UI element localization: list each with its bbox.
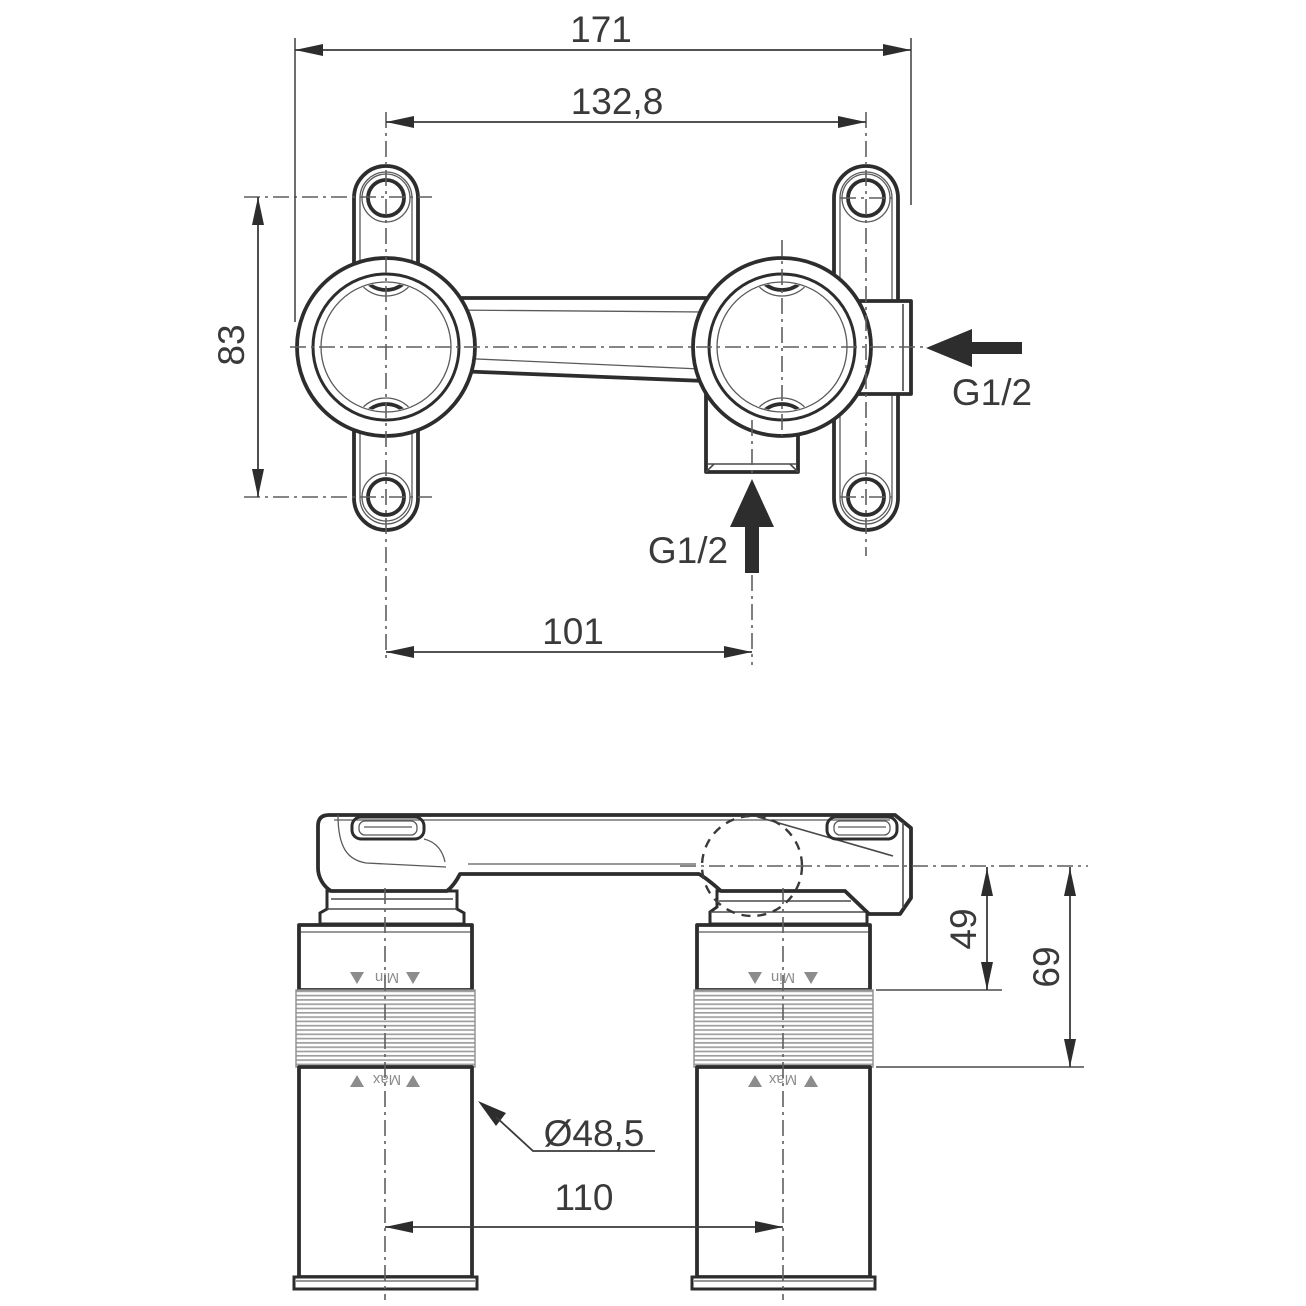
dimension-hole-spacing: 132,8 <box>386 81 866 128</box>
left-mount-flange <box>318 889 466 926</box>
dimension-total-width: 171 <box>294 9 912 322</box>
dim-outlet-offset-label: 101 <box>542 611 604 652</box>
left-fixing-slot <box>350 815 426 841</box>
max-marker-triangle <box>406 1075 420 1087</box>
dim-total-width-label: 171 <box>570 9 632 50</box>
dimension-hole-height: 83 <box>211 197 264 497</box>
body-bar-front <box>316 813 913 918</box>
dim-hole-height-label: 83 <box>211 324 252 365</box>
inlet-direction-arrow <box>926 329 1022 367</box>
dim-center-distance-label: 110 <box>555 1177 614 1218</box>
bottom-inlet-label: G1/2 <box>648 530 728 571</box>
max-marker-triangle <box>350 1075 364 1087</box>
min-marker-triangle <box>804 972 818 984</box>
dim-sleeve-diameter-label: Ø48,5 <box>544 1113 645 1154</box>
top-view: 171 132,8 83 101 G1/2 <box>211 9 1032 665</box>
right-fixing-slot <box>825 815 899 841</box>
bottom-inlet-flow: G1/2 <box>648 479 774 573</box>
side-inlet-label: G1/2 <box>952 372 1032 413</box>
min-marker-triangle <box>406 972 420 984</box>
max-marker-triangle <box>748 1075 762 1087</box>
dimension-max-depth: 69 <box>876 867 1084 1068</box>
min-label: Min <box>375 969 399 986</box>
dimension-center-distance: 110 <box>385 1177 783 1233</box>
max-marker-triangle <box>804 1075 818 1087</box>
dimension-sleeve-diameter: Ø48,5 <box>478 1101 655 1154</box>
max-label: Max <box>372 1071 401 1088</box>
dimension-outlet-offset: 101 <box>386 611 752 658</box>
front-view: Min Max Min Max <box>292 813 1088 1300</box>
min-marker-triangle <box>350 972 364 984</box>
right-mount-flange <box>708 889 869 926</box>
dim-min-depth-label: 49 <box>943 908 984 949</box>
max-label: Max <box>768 1071 797 1088</box>
side-inlet-flow: G1/2 <box>926 329 1032 413</box>
dim-hole-spacing-label: 132,8 <box>571 81 664 122</box>
dim-arrow-right <box>883 44 911 56</box>
dimension-min-depth: 49 <box>876 867 1002 991</box>
min-marker-triangle <box>748 972 762 984</box>
dim-arrow-left <box>295 44 323 56</box>
centerlines-front-view <box>384 865 1088 1300</box>
body-crossbar <box>443 296 712 383</box>
centerlines-top-view <box>244 112 926 665</box>
bottom-inlet-direction-arrow <box>730 479 774 573</box>
dim-max-depth-label: 69 <box>1026 946 1067 987</box>
